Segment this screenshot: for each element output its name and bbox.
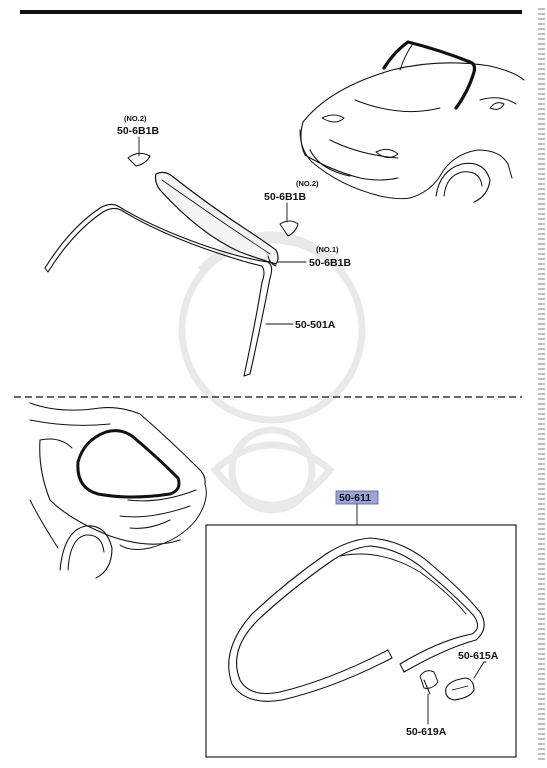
clip-no2-part-b: 50-6B1B xyxy=(264,191,306,203)
lower-leader-lines xyxy=(427,661,487,725)
clip-no1-part: 50-6B1B xyxy=(309,257,351,269)
windshield-seal-illustration xyxy=(44,152,299,377)
watermark-emblem xyxy=(178,231,366,514)
windshield-seal-part: 50-501A xyxy=(295,319,336,331)
cap-part-number: 50-615A xyxy=(458,650,499,662)
clip-no1-note: (NO.1) xyxy=(316,245,339,254)
clip-no2-note-a: (NO.2) xyxy=(124,114,147,123)
scan-edge-strip xyxy=(538,8,545,760)
upper-leader-lines xyxy=(138,136,307,325)
clip-no2-note-b: (NO.2) xyxy=(296,179,319,188)
rear-window-seal-illustration xyxy=(228,537,485,702)
assembly-box xyxy=(205,524,517,758)
assembly-part-number: 50-611 xyxy=(339,492,371,504)
clip-part-number: 50-619A xyxy=(406,726,447,738)
top-border xyxy=(20,10,522,14)
clip-no2-part-a: 50-6B1B xyxy=(117,125,159,137)
rear-car-illustration xyxy=(29,402,207,579)
front-car-illustration xyxy=(299,40,525,203)
